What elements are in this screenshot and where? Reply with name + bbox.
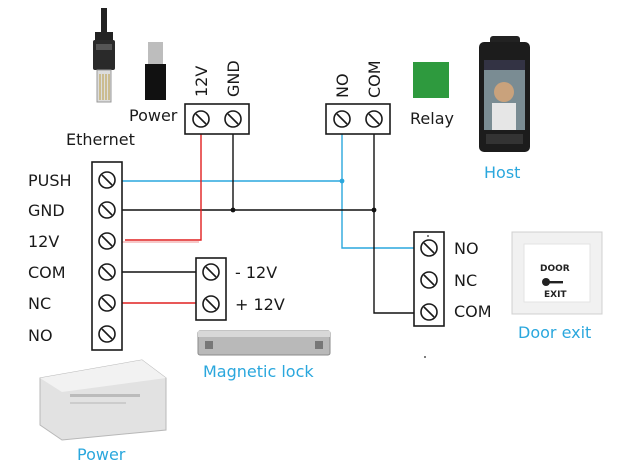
screw-terminal: [420, 239, 438, 257]
screw-terminal: [98, 325, 116, 343]
relay-icon: [413, 62, 449, 98]
screw-terminal: [98, 232, 116, 250]
relay-label: Relay: [410, 109, 454, 128]
wire-12v-red: [125, 134, 202, 241]
rj45-plug-icon: [93, 8, 115, 103]
key-icon: [542, 278, 550, 286]
door-exit-button-icon: DOOR EXIT: [511, 231, 603, 315]
wire-relay-no-down: [341, 134, 415, 249]
screw-terminal: [98, 201, 116, 219]
door-exit-terminal-block: [413, 231, 445, 327]
magnetic-lock-icon: [197, 330, 331, 356]
ethernet-label: Ethernet: [66, 130, 135, 149]
junction-dot: [371, 207, 377, 213]
magnetic-lock-label: Magnetic lock: [203, 362, 314, 381]
screw-terminal: [202, 295, 220, 313]
screw-terminal: [192, 110, 210, 128]
terminal-label-12v-top: 12V: [192, 66, 211, 97]
door-button-text-exit: EXIT: [544, 290, 567, 300]
power-supply-box-icon: [39, 359, 167, 441]
terminal-label-no-top: NO: [333, 73, 352, 98]
door-button-text-door: DOOR: [540, 264, 570, 274]
dot-marker: [427, 235, 429, 237]
power-top-label: Power: [129, 106, 178, 125]
terminal-label-com-top: COM: [365, 60, 384, 98]
dc-power-plug-icon: [145, 42, 166, 100]
terminal-label-push: PUSH: [28, 171, 72, 190]
door-exit-label: Door exit: [518, 323, 591, 342]
door-terminal-label-nc: NC: [454, 271, 477, 290]
terminal-label-12v: 12V: [28, 232, 59, 251]
screw-terminal: [420, 303, 438, 321]
screw-terminal: [224, 110, 242, 128]
face-recognition-terminal-icon: [479, 36, 530, 152]
wires: [122, 134, 415, 314]
terminal-label-no: NO: [28, 326, 53, 345]
host-label: Host: [484, 163, 520, 182]
lock-plus-12v-label: + 12V: [235, 295, 285, 314]
door-terminal-label-no: NO: [454, 239, 479, 258]
terminal-label-nc: NC: [28, 294, 51, 313]
screw-terminal: [420, 271, 438, 289]
dot-marker: [424, 356, 426, 358]
main-terminal-strip: [91, 161, 123, 351]
relay-terminal-block: [325, 103, 391, 135]
door-terminal-label-com: COM: [454, 302, 492, 321]
screw-terminal: [98, 263, 116, 281]
junction-dot: [339, 178, 345, 184]
screw-terminal: [98, 171, 116, 189]
screw-terminal: [98, 294, 116, 312]
power-terminal-block: [184, 103, 250, 135]
wire-relay-com-down: [373, 134, 415, 314]
terminal-label-gnd-top: GND: [224, 60, 243, 97]
power-bottom-label: Power: [77, 445, 126, 464]
screw-terminal: [333, 110, 351, 128]
terminal-label-com: COM: [28, 263, 66, 282]
terminal-label-gnd: GND: [28, 201, 65, 220]
screw-terminal: [202, 263, 220, 281]
junction-dot: [230, 207, 236, 213]
lock-terminal-block: [195, 257, 227, 321]
screw-terminal: [365, 110, 383, 128]
lock-minus-12v-label: - 12V: [235, 263, 277, 282]
